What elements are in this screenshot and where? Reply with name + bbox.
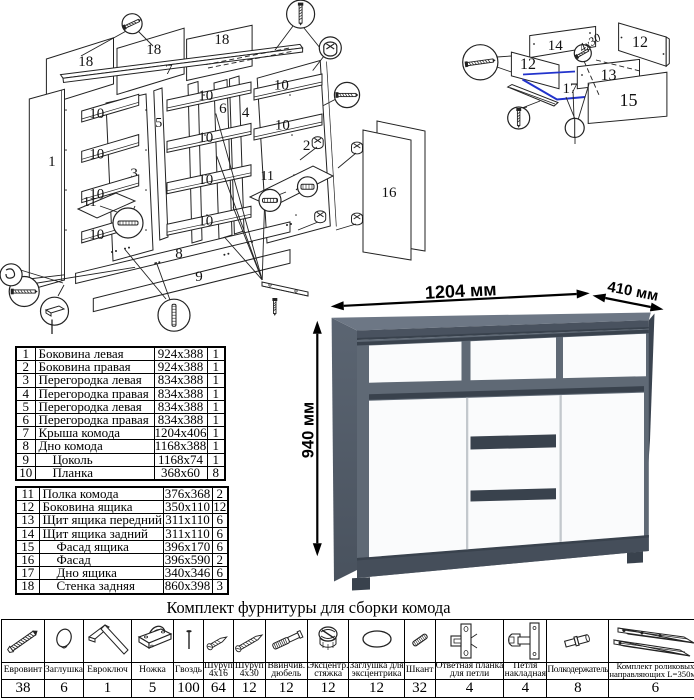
- svg-text:10: 10: [198, 130, 213, 146]
- svg-text:16: 16: [382, 185, 398, 201]
- svg-text:12: 12: [520, 56, 536, 73]
- svg-text:14: 14: [548, 38, 564, 54]
- svg-text:10: 10: [89, 146, 104, 162]
- svg-text:18: 18: [214, 32, 229, 48]
- svg-text:10: 10: [198, 88, 213, 104]
- svg-text:8: 8: [175, 246, 183, 262]
- svg-text:7: 7: [165, 62, 173, 78]
- svg-text:17: 17: [563, 81, 579, 97]
- svg-text:18: 18: [78, 54, 93, 70]
- svg-text:12: 12: [632, 34, 648, 51]
- svg-text:10: 10: [198, 172, 213, 188]
- svg-text:10: 10: [89, 227, 104, 243]
- svg-text:10: 10: [89, 106, 104, 122]
- svg-text:4: 4: [242, 105, 250, 121]
- svg-text:13: 13: [601, 67, 617, 84]
- svg-text:5: 5: [155, 116, 162, 131]
- svg-text:3: 3: [130, 166, 138, 182]
- svg-text:2: 2: [303, 138, 311, 154]
- svg-text:11: 11: [83, 195, 96, 210]
- svg-text:10: 10: [198, 213, 213, 229]
- svg-text:18: 18: [146, 42, 161, 58]
- svg-text:6: 6: [219, 101, 227, 117]
- svg-text:15: 15: [620, 90, 638, 110]
- svg-text:11: 11: [261, 169, 274, 184]
- svg-text:940 мм: 940 мм: [299, 402, 317, 459]
- svg-text:1: 1: [48, 154, 56, 170]
- svg-text:10: 10: [274, 78, 289, 94]
- svg-text:10: 10: [275, 118, 290, 134]
- svg-text:9: 9: [195, 269, 203, 285]
- svg-text:1204 мм: 1204 мм: [424, 279, 497, 303]
- svg-text:10: 10: [89, 187, 104, 203]
